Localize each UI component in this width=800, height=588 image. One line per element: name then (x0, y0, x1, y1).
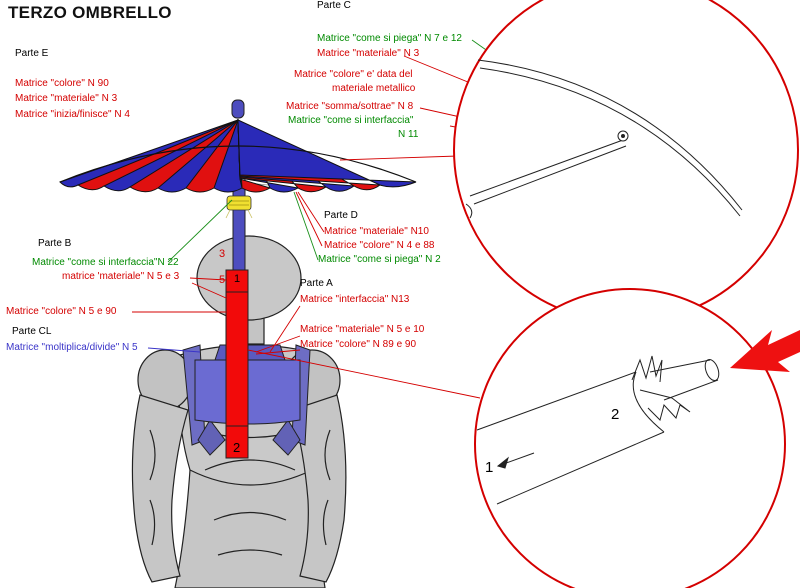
parte-cl-header: Parte CL (12, 326, 52, 337)
marker-5: 5 (219, 274, 226, 286)
parte-c-line: Matrice "materiale" N 3 (317, 48, 420, 59)
parte-e-line: Matrice "materiale" N 3 (15, 93, 118, 104)
parte-e-line: Matrice "inizia/finisce" N 4 (15, 109, 130, 120)
detail-number-1: 1 (485, 459, 494, 476)
parte-a-header: Parte A (300, 278, 333, 289)
parte-e-line: Matrice "colore" N 90 (15, 78, 109, 89)
parte-d-line: Matrice "colore" N 4 e 88 (324, 240, 435, 251)
page-title: TERZO OMBRELLO (8, 3, 172, 22)
parte-c-line: Matrice "come si piega" N 7 e 12 (317, 33, 462, 44)
parte-b-header: Parte B (38, 238, 72, 249)
marker-3: 3 (219, 248, 226, 260)
marker-1: 1 (234, 273, 241, 285)
parte-c-line: Matrice "come si interfaccia" (288, 115, 414, 126)
parte-a-line: Matrice "materiale" N 5 e 10 (300, 324, 425, 335)
parte-c-line: Matrice "colore" e' data del (294, 69, 413, 80)
parte-cl-line: Matrice "moltiplica/divide" N 5 (6, 342, 138, 353)
parte-d-header: Parte D (324, 210, 358, 221)
marker-2: 2 (233, 440, 241, 455)
yellow-ring (225, 195, 253, 219)
parte-c-line: materiale metallico (332, 83, 416, 94)
parte-b-line: matrice 'materiale" N 5 e 3 (62, 271, 180, 282)
red-arrow-icon (730, 330, 800, 372)
detail-circle-rib (453, 0, 799, 323)
umbrella-canopy (59, 118, 417, 193)
parte-b-line: Matrice "come si interfaccia"N 22 (32, 257, 179, 268)
parte-a-line: Matrice "interfaccia" N13 (300, 294, 410, 305)
parte-e-header: Parte E (15, 48, 49, 59)
parte-d-line: Matrice "materiale" N10 (324, 226, 429, 237)
parte-c-line: Matrice "somma/sottrae" N 8 (286, 101, 414, 112)
detail-number-2: 2 (611, 406, 620, 423)
colore-pole-label: Matrice "colore" N 5 e 90 (6, 306, 117, 317)
parte-d-line: Matrice "come si piega" N 2 (318, 254, 441, 265)
detail-circle-tube (474, 288, 786, 588)
parte-c-header: Parte C (317, 0, 351, 11)
parte-c-line: N 11 (398, 129, 419, 140)
parte-a-line: Matrice "colore" N 89 e 90 (300, 339, 417, 350)
